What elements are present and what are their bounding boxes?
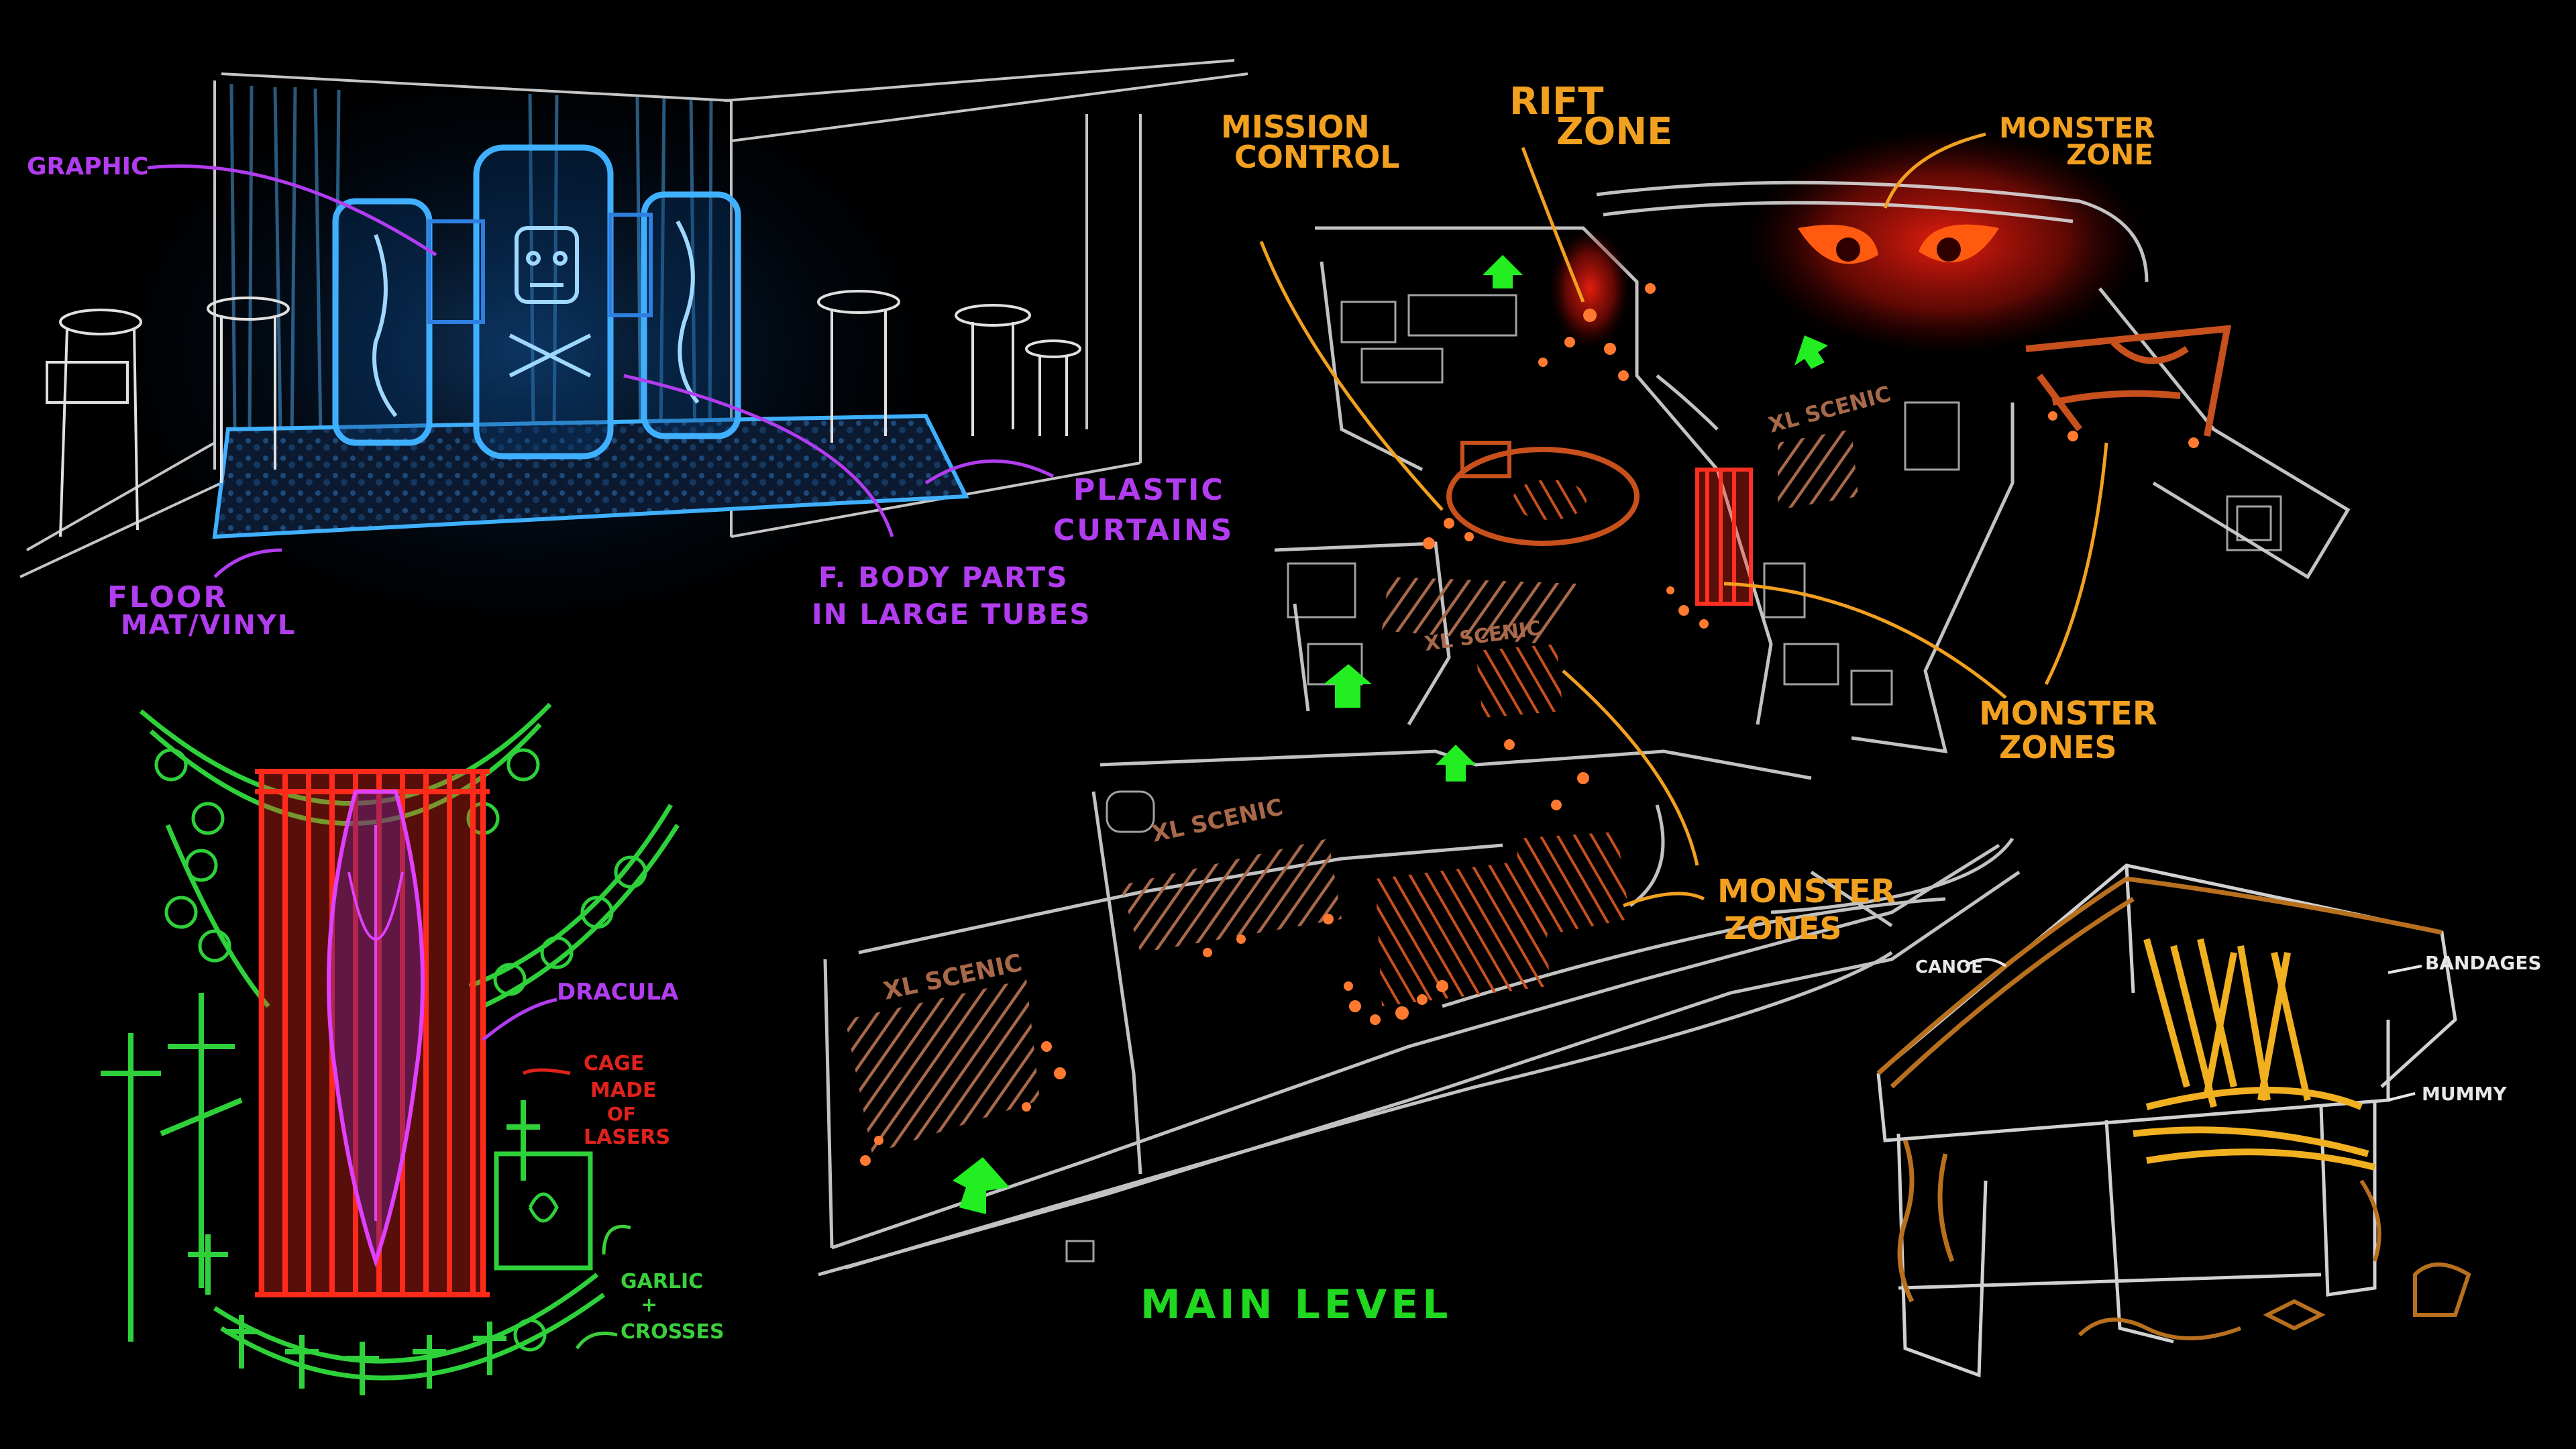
monster-eyes [1798, 224, 1999, 264]
mummy-sketch: CANOE BANDAGES MUMMY [1876, 863, 2542, 1378]
label-cage-3: OF [607, 1103, 636, 1125]
bandages [2133, 938, 2376, 1171]
label-xl-scenic-3: XL SCENIC [1150, 794, 1285, 847]
label-monster-zones-b-1: MONSTER [1717, 873, 1896, 910]
label-cage-2: MADE [590, 1079, 656, 1102]
dracula-sketch: DRACULA CAGE MADE OF LASERS GARLIC + CRO… [101, 702, 724, 1395]
label-floor-2: MAT/VINYL [121, 610, 296, 641]
label-graphic: GRAPHIC [27, 153, 148, 180]
floor-plan-title: MAIN LEVEL [1140, 1281, 1452, 1328]
label-garlic-1: GARLIC [621, 1270, 703, 1293]
route-arrows [953, 255, 1828, 1214]
xl-scenic-blocks [845, 429, 1858, 1154]
label-xl-scenic-1: XL SCENIC [1766, 381, 1893, 438]
lab-sketch: GRAPHIC PLASTIC CURTAINS FLOOR MAT/VINYL… [19, 59, 1248, 641]
floor-plan: MISSION CONTROL RIFT ZONE MONSTER ZONE M… [818, 80, 2351, 1328]
label-plastic-curtains-1: PLASTIC [1073, 473, 1225, 507]
label-monster-zone-1: MONSTER [1999, 111, 2155, 144]
mission-control [1446, 441, 1640, 546]
label-body-parts-2: IN LARGE TUBES [812, 598, 1091, 631]
label-body-parts-1: F. BODY PARTS [818, 561, 1068, 594]
rift-zone-glow [1550, 228, 1630, 349]
label-mummy: MUMMY [2422, 1083, 2507, 1105]
label-canoe: CANOE [1915, 957, 1983, 977]
label-bandages: BANDAGES [2425, 952, 2542, 974]
plastic-curtains [229, 83, 713, 457]
floor-mat [212, 413, 969, 539]
label-cage-1: CAGE [584, 1052, 644, 1075]
label-rift-zone-1: RIFT [1509, 80, 1603, 123]
label-mission-control-2: CONTROL [1234, 139, 1400, 175]
crosses [101, 993, 540, 1395]
monster-laser-column [1695, 468, 1753, 606]
label-monster-zones-b-2: ZONES [1724, 910, 1842, 947]
label-garlic-2: + [641, 1293, 657, 1317]
ruin-structure [2025, 325, 2232, 437]
label-floor-1: FLOOR [107, 580, 228, 614]
label-dracula: DRACULA [557, 979, 679, 1006]
label-plastic-curtains-2: CURTAINS [1053, 513, 1234, 547]
canoe-roof [1876, 876, 2443, 1303]
particle-dots [860, 283, 2199, 1166]
label-monster-zone-2: ZONE [2066, 138, 2153, 171]
label-cage-4: LASERS [584, 1126, 670, 1149]
label-rift-zone-2: ZONE [1556, 110, 1672, 154]
label-monster-zones-a-2: ZONES [1999, 729, 2117, 765]
label-monster-zones-a-1: MONSTER [1979, 695, 2157, 733]
label-garlic-3: CROSSES [621, 1320, 724, 1344]
label-mission-control-1: MISSION [1221, 109, 1370, 145]
